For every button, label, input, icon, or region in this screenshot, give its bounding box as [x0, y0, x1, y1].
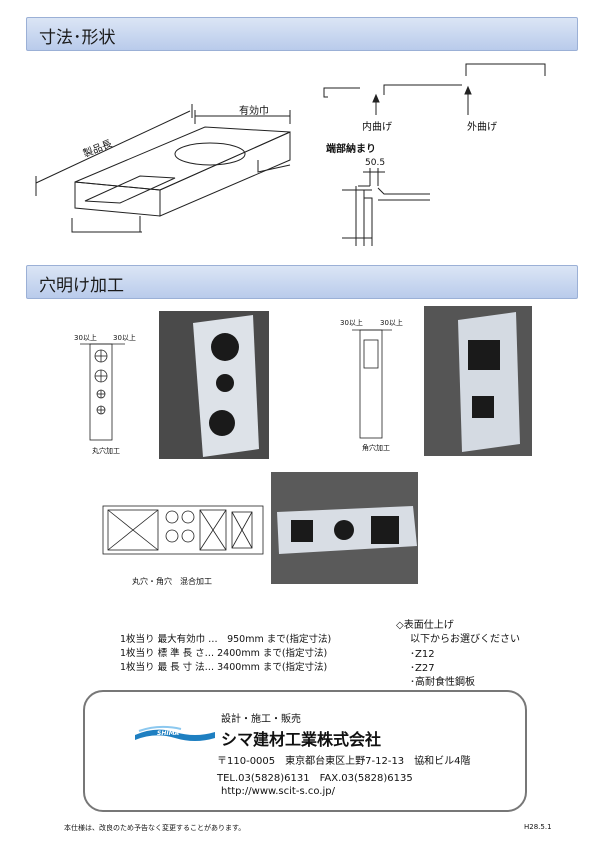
spec-row: 1枚当り 最大有効巾 … 950mm まで(指定寸法) [120, 634, 332, 645]
company-address: 〒110-0005 東京都台東区上野7-12-13 協和ビル4階 [217, 756, 471, 767]
round-dim-left: 30以上 [74, 334, 97, 342]
company-info-box: 設計・施工・販売 SHIMA シマ建材工業株式会社 〒110-0005 東京都台… [83, 690, 527, 812]
outer-bend-label: 外曲げ [467, 122, 497, 133]
company-services: 設計・施工・販売 [221, 714, 301, 725]
footer-code: H28.5.1 [524, 823, 552, 831]
square-hole-photo [424, 306, 532, 456]
company-name: シマ建材工業株式会社 [221, 730, 382, 749]
surface-title: ◇表面仕上げ [396, 620, 454, 631]
square-caption: 角穴加工 [362, 444, 390, 452]
square-dim-right: 30以上 [380, 319, 403, 327]
surface-option: ･高耐食性鋼板 [410, 677, 475, 688]
round-hole-photo [159, 311, 269, 459]
inner-bend-label: 内曲げ [362, 122, 392, 133]
end-finish-label: 端部納まり [326, 144, 376, 155]
mixed-hole-photo [271, 472, 418, 584]
company-logo-icon: SHIMA [135, 725, 215, 744]
spec-row: 1枚当り 標 準 長 さ… 2400mm まで(指定寸法) [120, 648, 328, 659]
footer-notice: 本仕様は、改良のため予告なく変更することがあります。 [64, 824, 246, 832]
company-url-link[interactable]: http://www.scit-s.co.jp/ [221, 786, 335, 797]
section-title: 穴明け加工 [39, 276, 124, 296]
company-logo-text: SHIMA [157, 730, 180, 737]
spec-row: 1枚当り 最 長 寸 法… 3400mm まで(指定寸法) [120, 662, 328, 673]
product-length-label: 製品長 [81, 138, 114, 161]
mixed-caption: 丸穴・角穴 混合加工 [132, 577, 212, 586]
effective-width-label: 有効巾 [239, 106, 269, 117]
surface-option: ･Z27 [410, 663, 435, 674]
round-caption: 丸穴加工 [92, 447, 120, 455]
section-header-holes: 穴明け加工 [26, 265, 578, 299]
surface-option: ･Z12 [410, 649, 435, 660]
square-dim-left: 30以上 [340, 319, 363, 327]
section-header-dimensions: 寸法･形状 [26, 17, 578, 51]
round-dim-right: 30以上 [113, 334, 136, 342]
end-dimension-label: 50.5 [365, 158, 386, 168]
section-title: 寸法･形状 [39, 28, 116, 48]
surface-subtitle: 以下からお選びください [410, 634, 520, 645]
company-tel-fax: TEL.03(5828)6131 FAX.03(5828)6135 [217, 773, 413, 784]
